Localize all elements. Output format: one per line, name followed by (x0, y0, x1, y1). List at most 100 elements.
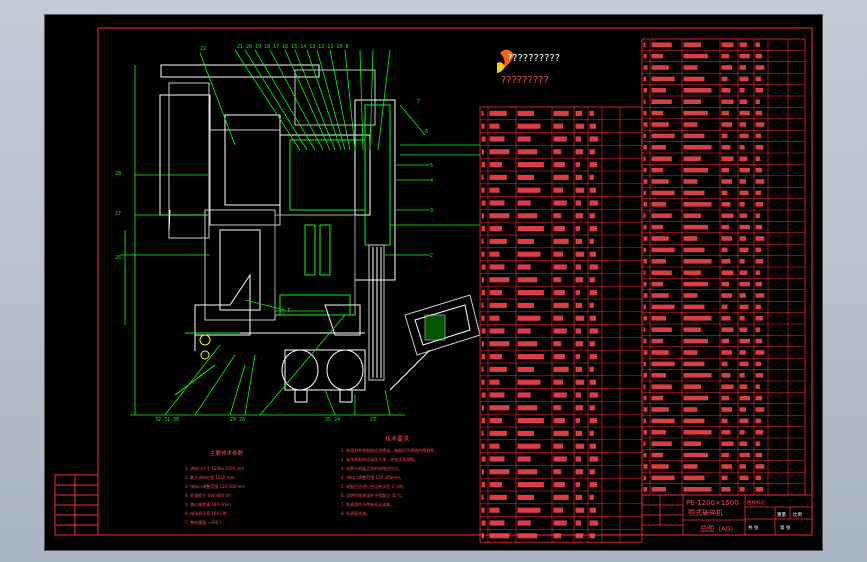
table-cell-text (739, 327, 748, 332)
table-cell-text (589, 251, 597, 257)
table-cell-text (575, 123, 585, 129)
table-cell-text (721, 361, 728, 367)
table-cell-text (643, 190, 646, 196)
table-cell-text (481, 277, 484, 283)
table-cell-text (481, 392, 486, 398)
table-cell-text (553, 379, 563, 385)
table-cell-text (643, 384, 646, 389)
svg-text:3: 3 (430, 208, 433, 214)
tech-notes-heading: 技术要求 (385, 435, 409, 443)
table-cell-text (481, 341, 484, 347)
table-cell-text (739, 350, 746, 355)
table-cell-text (739, 281, 750, 287)
table-cell-text (481, 251, 485, 257)
table-cell-text (589, 174, 594, 180)
table-cell-text (589, 366, 594, 372)
table-cell-text (489, 315, 500, 321)
table-cell-text (739, 190, 749, 196)
spec-note-line: 4. 处理能力 400-800 t/h (185, 492, 231, 498)
table-cell-text (739, 202, 745, 207)
table-cell-text (755, 441, 760, 446)
table-cell-text (683, 464, 698, 469)
table-cell-text (575, 290, 580, 296)
table-cell-text (683, 395, 708, 401)
table-cell-text (517, 290, 544, 296)
table-cell-text (517, 149, 538, 155)
table-cell-text (651, 236, 669, 241)
table-cell-text (489, 456, 505, 462)
spec-notes-heading: 主要技术参数 (210, 449, 244, 457)
table-cell-text (683, 361, 705, 367)
table-cell-text (575, 354, 580, 360)
table-cell-text (589, 430, 594, 436)
table-cell-text (553, 264, 567, 270)
table-cell-text (575, 315, 585, 321)
table-cell-text (721, 122, 732, 127)
technical-requirements: 技术要求 1. 各密封件装配前应浸透油，装配时不得损伤密封件。 2. 轴承装配前… (341, 435, 438, 516)
table-cell-text (739, 88, 745, 93)
table-cell-text (721, 65, 732, 70)
table-cell-text (651, 202, 666, 207)
table-cell-text (517, 405, 538, 411)
title-label-weight: 重量 (777, 511, 786, 518)
table-cell-text (643, 327, 646, 332)
table-cell-text (721, 133, 728, 139)
table-cell-text (651, 122, 669, 127)
table-cell-text (489, 174, 507, 180)
table-cell-text (489, 238, 507, 244)
table-cell-text (575, 136, 581, 142)
table-cell-text (481, 520, 486, 526)
parts-list-table-left[interactable] (479, 106, 643, 543)
table-cell-text (553, 494, 569, 500)
table-cell-text (643, 361, 646, 367)
title-block[interactable] (641, 494, 813, 536)
table-cell-text (481, 482, 485, 488)
table-cell-text (651, 361, 675, 367)
table-cell-text (575, 174, 583, 180)
table-cell-text (589, 302, 594, 308)
table-cell-text (643, 441, 646, 446)
table-cell-text (589, 187, 597, 193)
table-cell-text (589, 418, 598, 424)
table-cell-text (683, 338, 708, 344)
table-cell-text (721, 224, 729, 230)
table-cell-text (489, 123, 500, 129)
table-cell-text (683, 384, 701, 389)
table-cell-text (651, 304, 675, 310)
table-cell-text (489, 494, 507, 500)
specification-notes: 主要技术参数 1. 进料口尺寸 1200×1500 mm 2. 最大进料粒度 1… (185, 449, 245, 525)
table-cell-text (683, 42, 701, 47)
crusher-assembly-drawing[interactable] (159, 64, 481, 403)
table-cell-text (739, 407, 746, 412)
table-cell-text (755, 418, 761, 424)
table-cell-text (575, 520, 581, 526)
table-cell-text (489, 200, 505, 206)
table-cell-text (721, 430, 731, 435)
table-cell-text (643, 167, 647, 173)
table-cell-text (683, 76, 705, 82)
table-cell-text (755, 384, 760, 389)
table-cell-text (755, 247, 761, 253)
table-cell-text (739, 76, 749, 82)
table-cell-text (643, 202, 647, 207)
table-cell-text (643, 281, 647, 287)
table-cell-text (517, 123, 541, 129)
parts-list-table-right[interactable] (641, 38, 806, 496)
table-cell-text (683, 53, 708, 59)
spec-note-line: 7. 整机重量 ≈100 t (185, 519, 222, 525)
table-cell-text (575, 251, 585, 257)
table-cell-text (739, 53, 750, 59)
table-cell-text (553, 366, 569, 372)
table-cell-text (739, 338, 750, 344)
table-cell-text (755, 304, 761, 310)
table-cell-text (683, 441, 701, 446)
table-cell-text (721, 88, 731, 93)
table-cell-text (517, 277, 538, 283)
table-cell-text (489, 430, 507, 436)
svg-text:25 24: 25 24 (325, 417, 340, 423)
table-cell-text (517, 136, 531, 142)
table-cell-text (755, 338, 763, 344)
tech-note-line: 2. 轴承装配前应清洗干净，并加注润滑脂。 (341, 456, 418, 462)
